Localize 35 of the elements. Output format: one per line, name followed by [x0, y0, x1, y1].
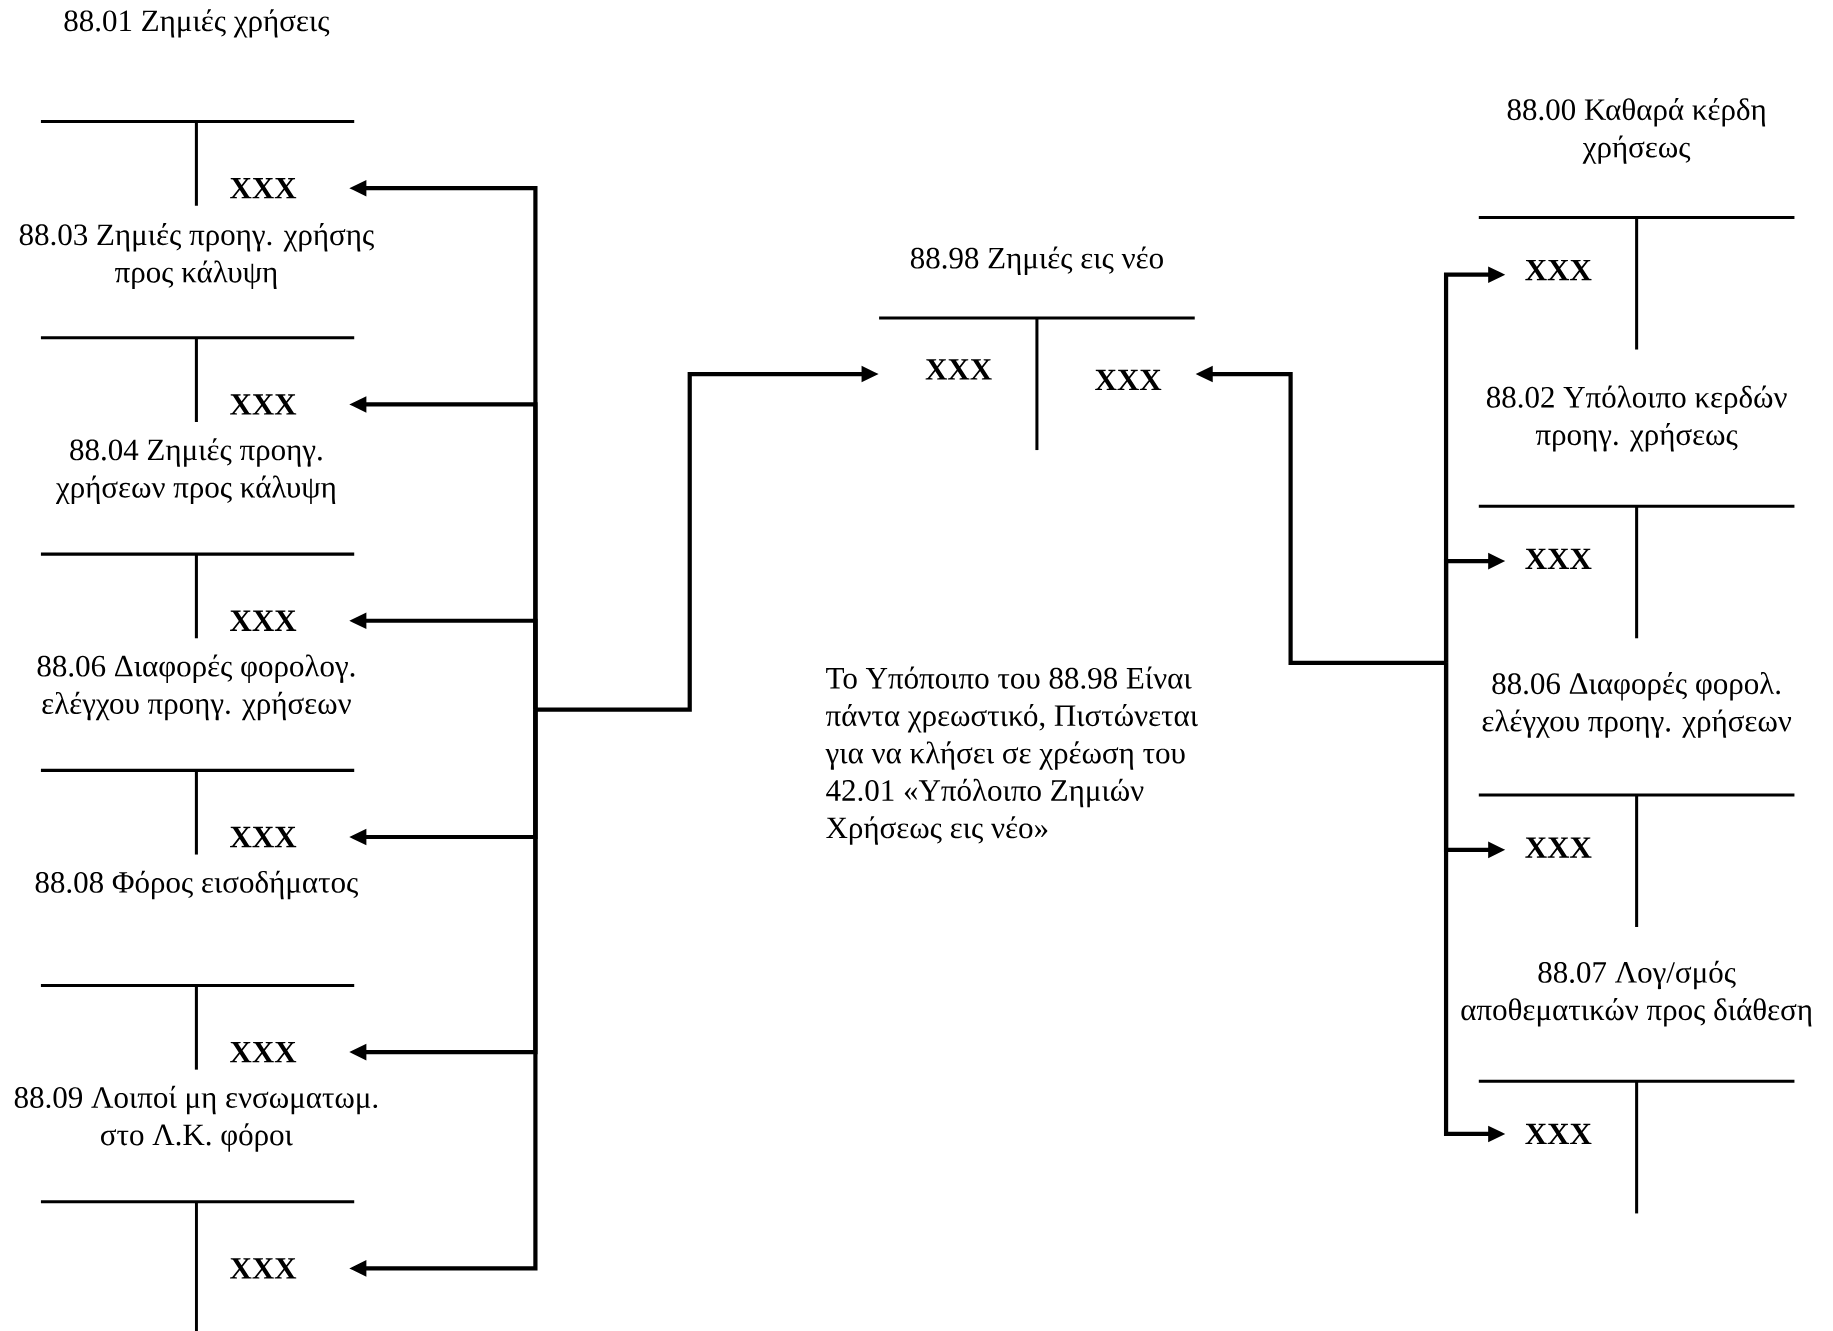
account-title: 88.06 Διαφορές φορολ. ελέγχου προηγ. χρήσεων: [1482, 671, 1792, 738]
account-title: 88.98 Ζημιές εις νέο: [910, 246, 1163, 275]
t-account: [19, 222, 374, 422]
t-account: [879, 246, 1195, 450]
t-account: [1478, 385, 1795, 639]
t-account: [14, 1085, 378, 1331]
account-title: 88.08 Φόρος εισοδήματος: [35, 870, 359, 899]
amount-label: XXX: [925, 359, 992, 380]
t-account: [37, 654, 355, 855]
amount-label: XXX: [230, 610, 297, 631]
account-title: 88.01 Ζημιές χρήσεις: [64, 8, 330, 38]
t-account: [1461, 960, 1812, 1214]
account-title: 88.06 Διαφορές φορολογ. ελέγχου προηγ. χρήσεων: [37, 654, 355, 721]
t-account: [1478, 97, 1795, 350]
amount-label: XXX: [230, 1258, 297, 1279]
account-title: 88.07 Λογ/σμός αποθεματικών προς διάθεση: [1461, 960, 1812, 1027]
note-text: Το Υπόποιπο του 88.98 Είναι πάντα χρεωστικό, Πιστώνεται για να κλήσει σε χρέωση του 42.01 «Υπόλοιπο Ζημιών Χρήσεως εις νέο»: [825, 666, 1198, 845]
amount-label: XXX: [230, 394, 297, 415]
t-account: [40, 8, 355, 206]
t-account: [40, 437, 355, 639]
amount-label: XXX: [230, 826, 297, 847]
amount-label: XXX: [1525, 548, 1592, 569]
amount-label: XXX: [1525, 1123, 1592, 1144]
t-account: [35, 870, 359, 1070]
amount-label: XXX: [1095, 369, 1162, 390]
account-title: 88.02 Υπόλοιπο κερδών προηγ. χρήσεως: [1486, 385, 1787, 452]
account-title: 88.09 Λοιποί μη ενσωματωμ. στο Λ.Κ. φόροι: [14, 1085, 378, 1152]
amount-label: XXX: [230, 177, 297, 199]
account-title: 88.00 Καθαρά κέρδη χρήσεως: [1507, 97, 1766, 164]
account-title: 88.04 Ζημιές προηγ. χρήσεων προς κάλυψη: [55, 437, 336, 504]
account-title: 88.03 Ζημιές προηγ. χρήσης προς κάλυψη: [19, 222, 374, 289]
amount-label: XXX: [1525, 259, 1592, 280]
amount-label: XXX: [230, 1041, 297, 1062]
amount-label: XXX: [1525, 837, 1592, 858]
t-account: [1478, 671, 1795, 927]
